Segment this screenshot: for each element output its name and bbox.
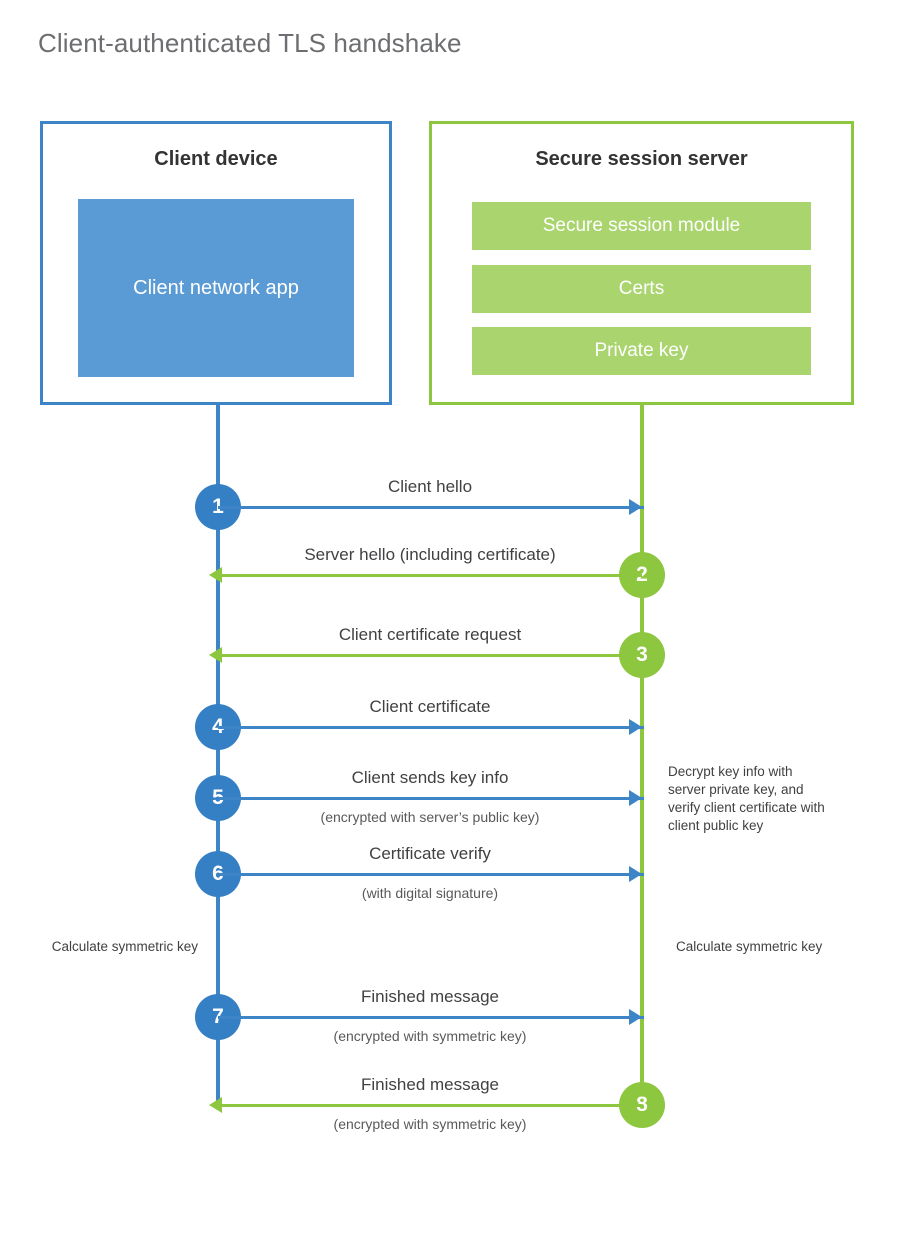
step-sublabel-8: (encrypted with symmetric key) xyxy=(333,1116,527,1132)
step-circle-2[interactable]: 2 xyxy=(619,552,665,598)
server-module-certs: Certs xyxy=(472,265,811,313)
server-lifeline xyxy=(640,405,644,1107)
step-sublabel-7: (encrypted with symmetric key) xyxy=(333,1028,527,1044)
step-arrow-head-4 xyxy=(629,719,642,735)
step-arrow-head-6 xyxy=(629,866,642,882)
client-device-title: Client device xyxy=(154,148,278,170)
step-label-7: Finished message xyxy=(361,987,499,1006)
client-network-app-block: Client network app xyxy=(78,199,354,377)
step-arrow-line-5 xyxy=(218,797,644,800)
server-module-secure-session-module: Secure session module xyxy=(472,202,811,250)
step-label-4: Client certificate xyxy=(369,697,491,716)
step-arrow-line-4 xyxy=(218,726,644,729)
step-arrow-head-2 xyxy=(209,567,222,583)
note-server-calculate-symmetric-key: Calculate symmetric key xyxy=(676,939,823,954)
step-arrow-line-8 xyxy=(214,1104,642,1107)
step-label-5: Client sends key info xyxy=(351,768,509,787)
note-server-decrypt: Decrypt key info with server private key… xyxy=(668,764,825,833)
step-circle-8[interactable]: 8 xyxy=(619,1082,665,1128)
step-arrow-head-1 xyxy=(629,499,642,515)
step-arrow-line-3 xyxy=(214,654,642,657)
step-arrow-line-7 xyxy=(218,1016,644,1019)
step-sublabel-6: (with digital signature) xyxy=(361,885,499,901)
step-arrow-line-6 xyxy=(218,873,644,876)
note-client-calculate-symmetric-key: Calculate symmetric key xyxy=(51,939,198,954)
step-label-3: Client certificate request xyxy=(338,625,522,644)
secure-session-server-box: Secure session server Secure session mod… xyxy=(429,121,854,405)
step-label-1: Client hello xyxy=(387,477,473,496)
step-sublabel-5: (encrypted with server’s public key) xyxy=(320,809,540,825)
step-arrow-head-5 xyxy=(629,790,642,806)
client-lifeline xyxy=(216,405,220,1107)
page-title: Client-authenticated TLS handshake xyxy=(38,28,462,58)
step-arrow-head-8 xyxy=(209,1097,222,1113)
secure-session-server-title: Secure session server xyxy=(535,148,748,170)
step-arrow-line-2 xyxy=(214,574,642,577)
step-arrow-line-1 xyxy=(218,506,644,509)
step-label-6: Certificate verify xyxy=(369,844,491,863)
step-label-2: Server hello (including certificate) xyxy=(304,545,556,564)
step-label-8: Finished message xyxy=(361,1075,499,1094)
step-arrow-head-3 xyxy=(209,647,222,663)
client-device-box: Client device Client network app xyxy=(40,121,392,405)
server-module-private-key: Private key xyxy=(472,327,811,375)
step-arrow-head-7 xyxy=(629,1009,642,1025)
